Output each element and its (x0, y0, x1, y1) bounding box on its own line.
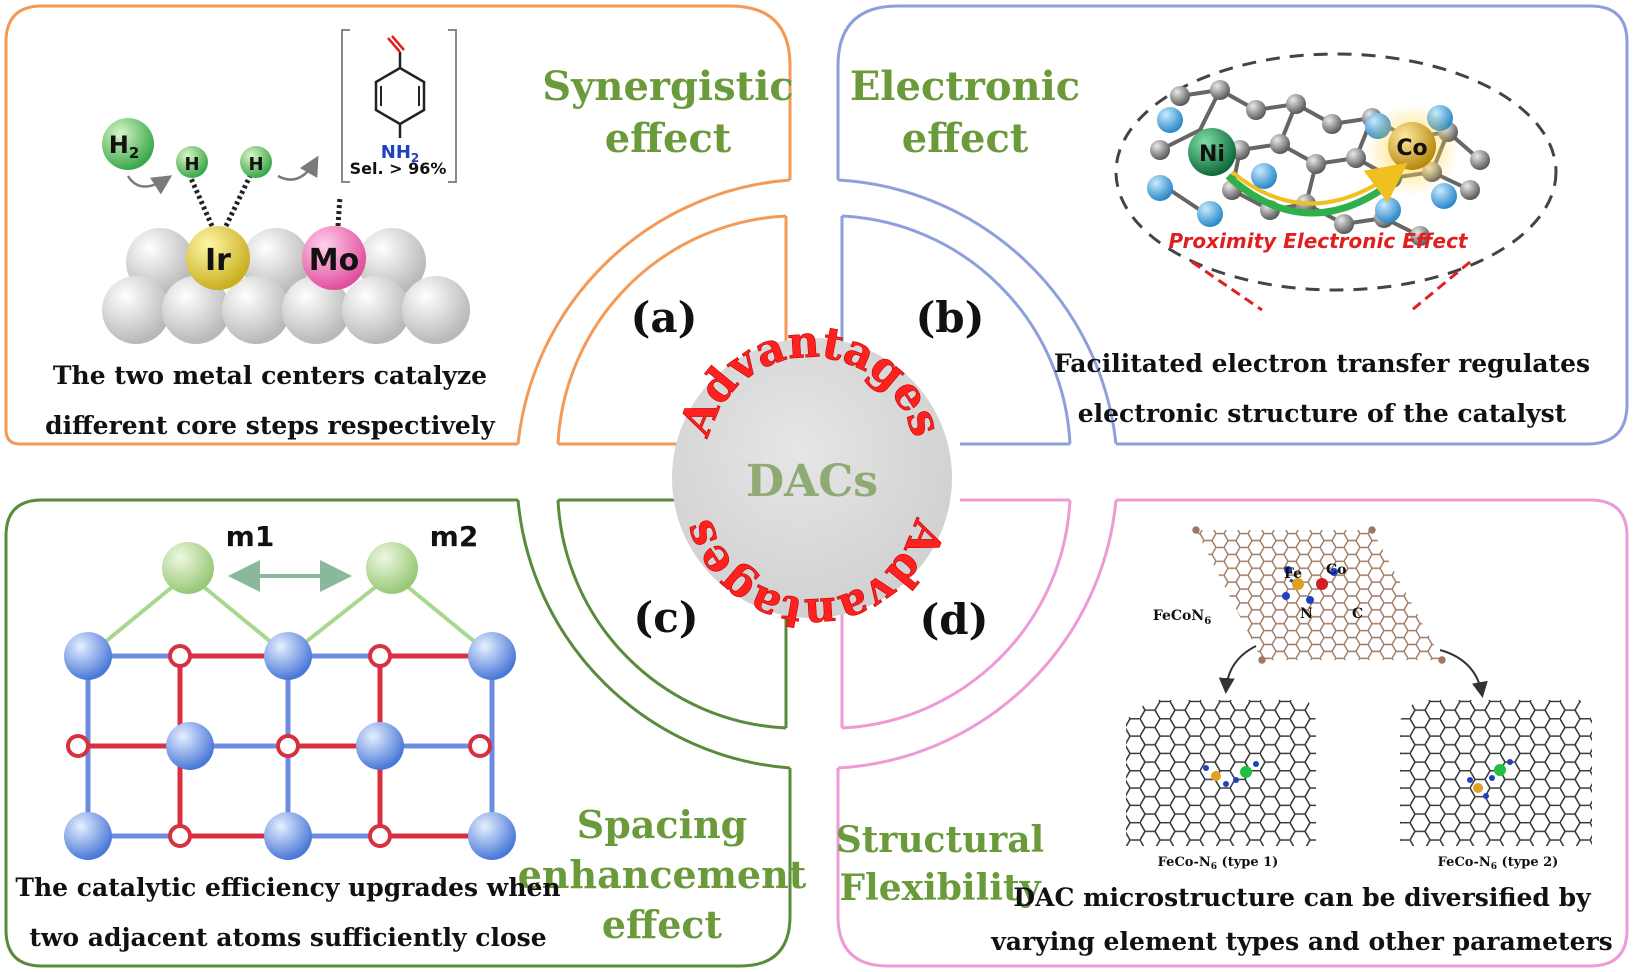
svg-text:NH2: NH2 (381, 142, 420, 165)
svg-text:FeCoN6: FeCoN6 (1153, 608, 1211, 627)
svg-text:Ir: Ir (205, 243, 231, 278)
svg-text:different core steps respectiv: different core steps respectively (45, 411, 496, 440)
h-atom-1 (176, 146, 208, 178)
svg-text:H2: H2 (109, 131, 140, 162)
svg-text:DAC microstructure can be dive: DAC microstructure can be diversified by (1013, 883, 1592, 912)
svg-text:FeCo-N6 (type 2): FeCo-N6 (type 2) (1438, 855, 1559, 872)
site-m1 (162, 542, 214, 594)
svg-text:The two metal centers catalyze: The two metal centers catalyze (53, 361, 487, 390)
panel-a-letter: (a) (631, 293, 698, 342)
svg-text:two adjacent atoms sufficientl: two adjacent atoms sufficiently close (29, 923, 546, 952)
svg-text:m1: m1 (226, 520, 275, 553)
center-disc: Advantages Advantages DACs (669, 316, 954, 640)
svg-text:Fe: Fe (1284, 566, 1302, 582)
mo-atom (302, 226, 366, 290)
svg-text:Flexibility: Flexibility (839, 867, 1041, 909)
panel-c-frame (4, 498, 792, 968)
panel-d-caption: DAC microstructure can be diversified by… (990, 883, 1612, 956)
co-atom (1388, 122, 1436, 170)
svg-text:FeCo-N6 (type 1): FeCo-N6 (type 1) (1158, 855, 1279, 872)
panel-b-letter: (b) (915, 293, 984, 342)
panel-b-caption: Facilitated electron transfer regulates … (1054, 349, 1590, 428)
panel-d-title: Structural Flexibility (836, 819, 1044, 909)
svg-text:H: H (184, 154, 199, 175)
svg-text:Facilitated electron transfer: Facilitated electron transfer regulates (1054, 349, 1590, 378)
panel-a-caption: The two metal centers catalyze different… (45, 361, 496, 440)
panel-a-title: Synergistic effect (542, 63, 793, 162)
panel-a-illustration: Ir Mo H2 H H NH2 Sel. > 96% (102, 29, 470, 344)
panel-d-letter: (d) (919, 595, 988, 644)
panel-c-caption: The catalytic efficiency upgrades when t… (15, 873, 560, 952)
svg-text:N: N (1300, 606, 1313, 622)
svg-text:effect: effect (902, 115, 1029, 162)
svg-text:H: H (248, 154, 263, 175)
svg-text:The catalytic efficiency upgra: The catalytic efficiency upgrades when (15, 873, 560, 902)
panel-b-illustration: Ni Co Proximity Electronic Effect (1114, 52, 1558, 312)
svg-text:C: C (1352, 606, 1363, 622)
svg-text:electronic structure of the ca: electronic structure of the catalyst (1078, 399, 1567, 428)
panel-b-frame (836, 4, 1629, 446)
svg-text:varying element types and othe: varying element types and other paramete… (990, 927, 1612, 956)
svg-text:Mo: Mo (309, 243, 359, 278)
panel-d-frame (836, 498, 1629, 968)
site-m2 (366, 542, 418, 594)
svg-text:Structural: Structural (836, 819, 1044, 861)
svg-text:Sel. > 96%: Sel. > 96% (350, 159, 447, 178)
panel-a-frame (4, 4, 792, 446)
svg-text:Proximity Electronic Effect: Proximity Electronic Effect (1169, 229, 1469, 253)
svg-text:Co: Co (1396, 136, 1427, 161)
svg-text:Spacing: Spacing (577, 802, 747, 847)
panel-b-title: Electronic effect (850, 63, 1080, 162)
svg-text:Synergistic: Synergistic (542, 63, 793, 110)
svg-text:Ni: Ni (1199, 142, 1225, 167)
ir-atom (186, 226, 250, 290)
svg-text:enhancement: enhancement (518, 852, 807, 897)
svg-text:Co: Co (1326, 562, 1346, 578)
panel-c-letter: (c) (633, 593, 698, 642)
panel-c-illustration: m1 m2 (64, 520, 516, 860)
svg-text:effect: effect (605, 115, 732, 162)
svg-text:m2: m2 (430, 520, 479, 553)
ni-atom (1188, 128, 1236, 176)
svg-text:effect: effect (602, 902, 723, 947)
svg-text:Electronic: Electronic (850, 63, 1080, 110)
center-label: DACs (746, 456, 878, 507)
panel-c-title: Spacing enhancement effect (518, 802, 807, 947)
h-atom-2 (240, 146, 272, 178)
panel-d-illustration: Fe Co N C FeCoN6 FeCo-N6 (type 1) FeCo-N… (1126, 526, 1592, 872)
co-site (1316, 578, 1328, 590)
fe-atom (1292, 578, 1304, 590)
h2-molecule (102, 118, 154, 170)
